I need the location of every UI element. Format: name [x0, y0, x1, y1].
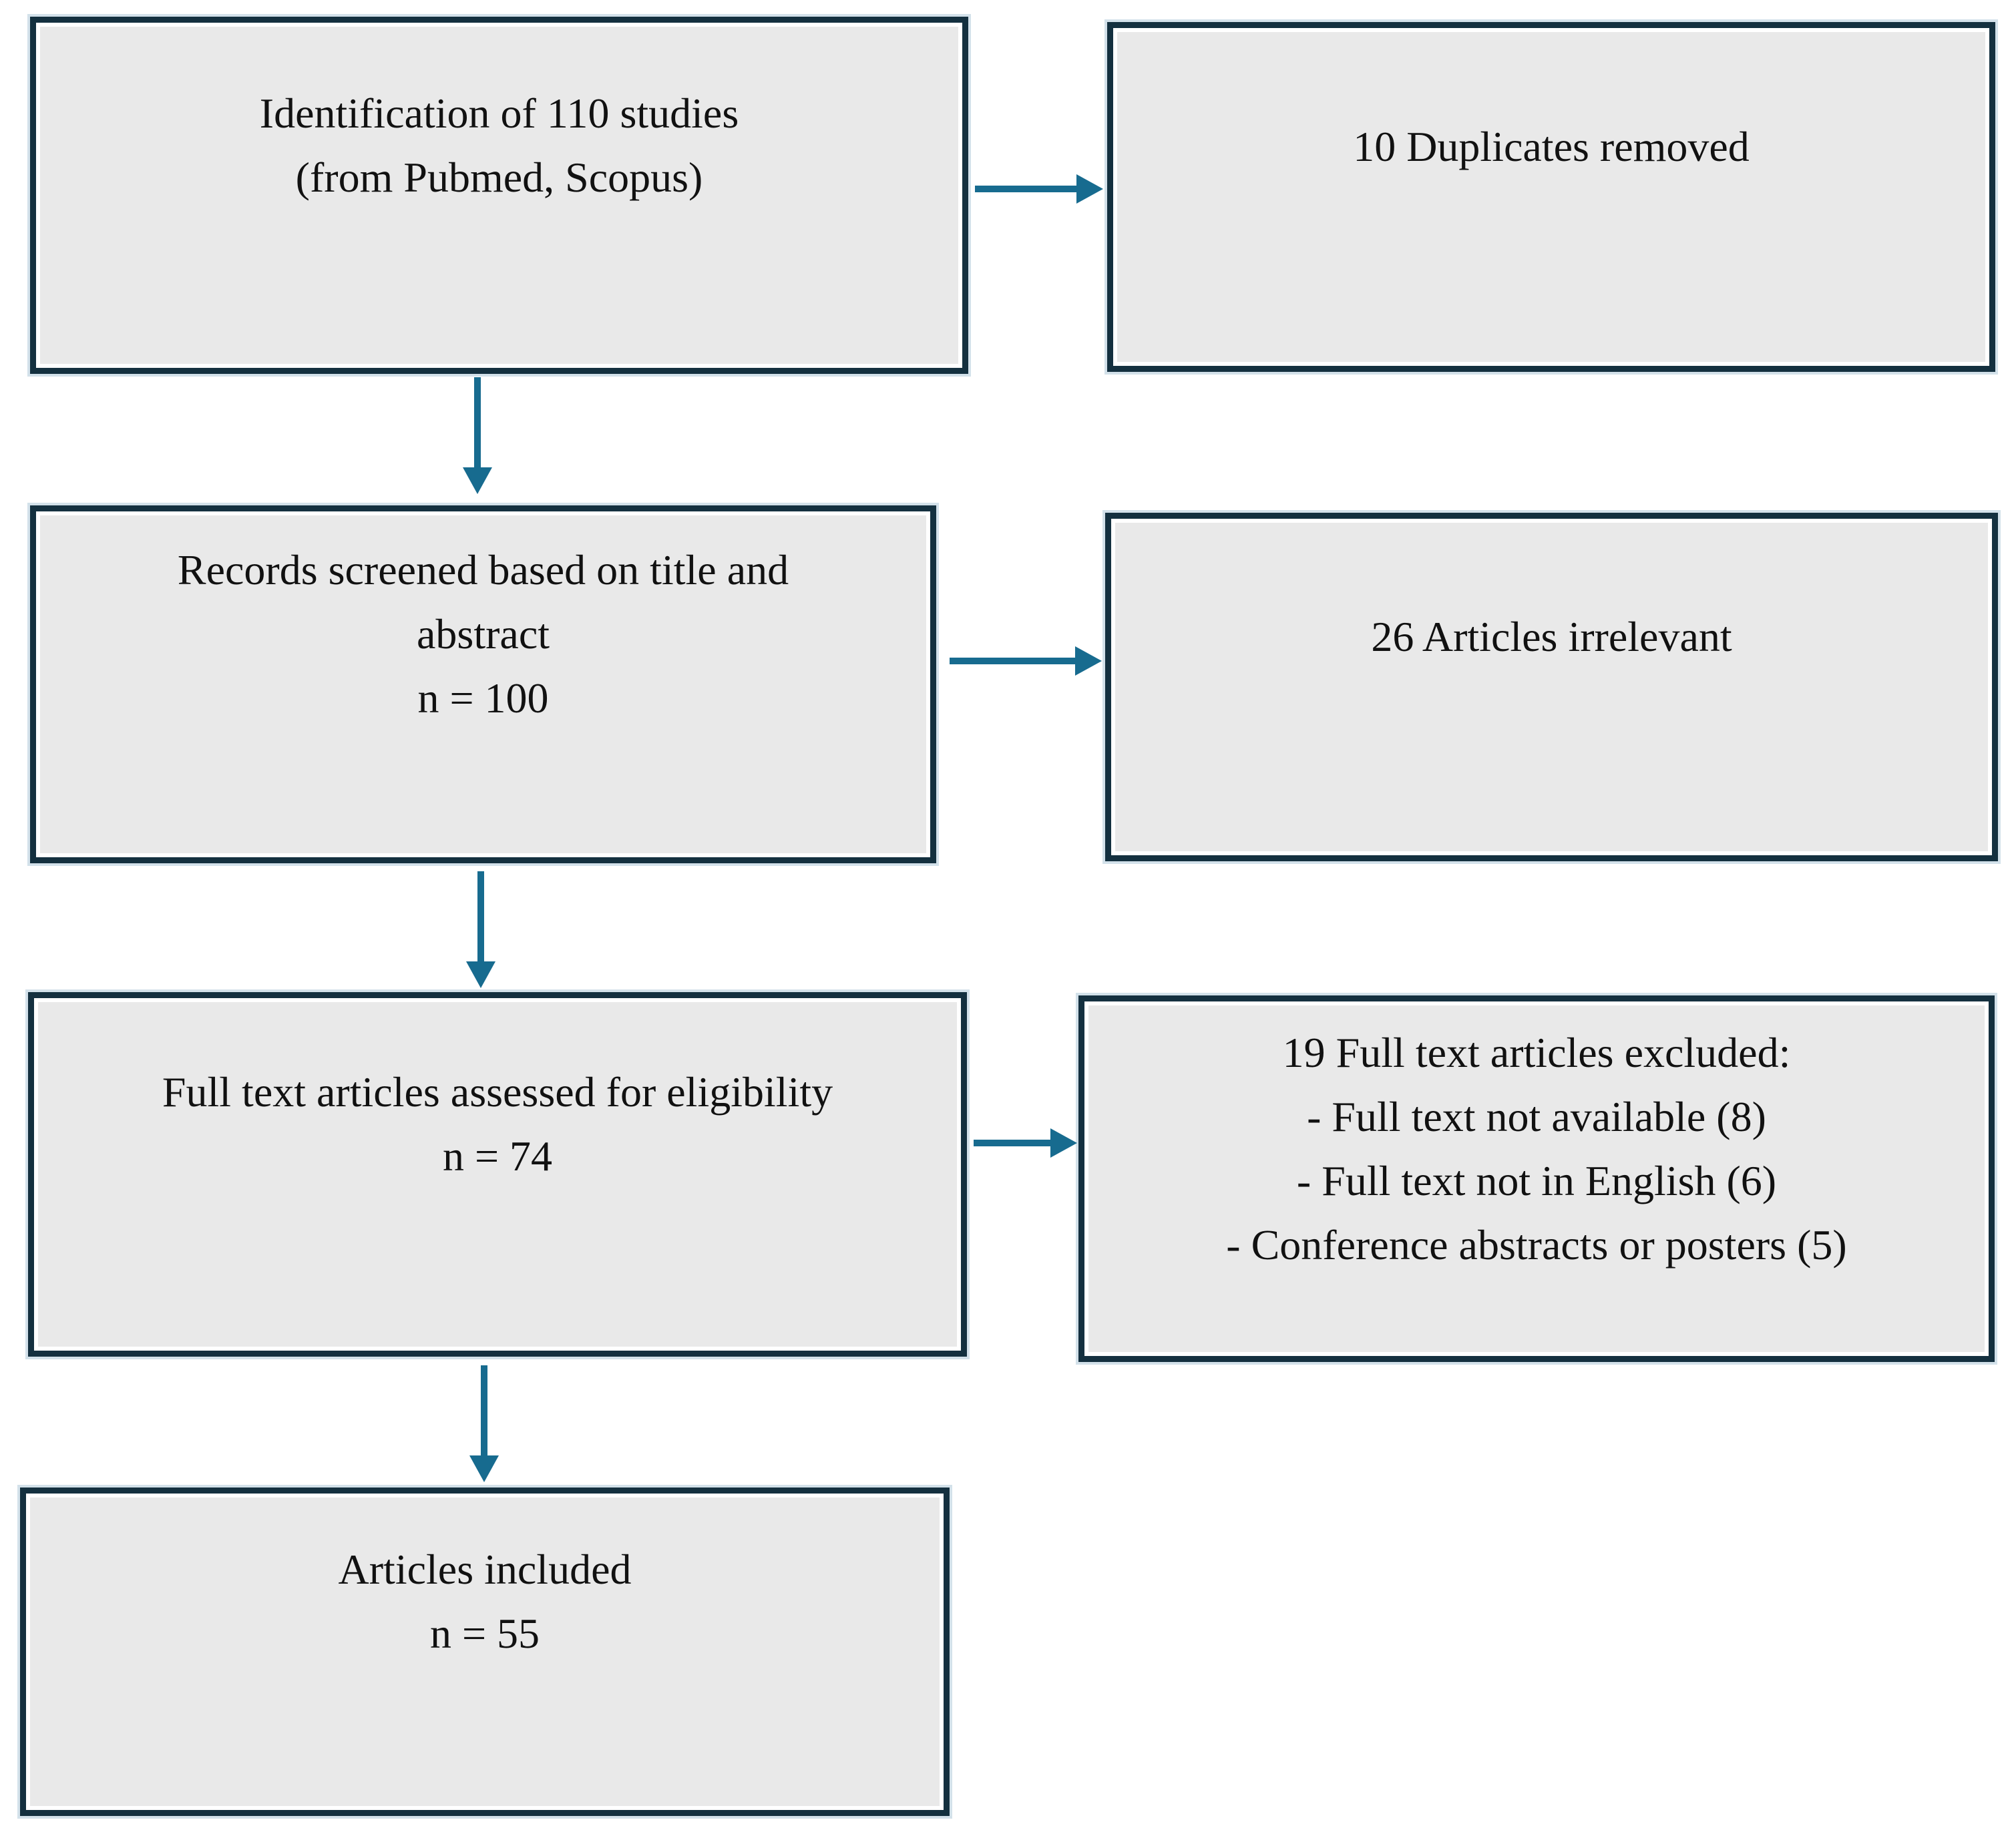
arrow-shaft	[974, 1140, 1050, 1146]
box-identification-line1: Identification of 110 studies	[259, 89, 739, 137]
box-full-text-excluded-line3: - Full text not in English (6)	[1296, 1156, 1777, 1204]
arrow-head-right-icon	[1050, 1128, 1077, 1158]
arrow-fulltext-to-excluded	[974, 1128, 1077, 1158]
arrow-identification-to-duplicates	[975, 174, 1103, 204]
box-full-text-excluded-line1: 19 Full text articles excluded:	[1282, 1028, 1791, 1076]
arrow-screened-to-fulltext	[466, 871, 495, 988]
box-records-screened-line3: n = 100	[417, 674, 549, 722]
box-full-text-assessed: Full text articles assessed for eligibil…	[28, 992, 967, 1357]
arrow-head-right-icon	[1076, 174, 1103, 204]
box-articles-included-line2: n = 55	[429, 1610, 540, 1657]
box-duplicates-removed-line1: 10 Duplicates removed	[1353, 123, 1750, 170]
arrow-screened-to-irrelevant	[950, 646, 1102, 676]
arrow-head-down-icon	[463, 467, 492, 494]
box-records-screened: Records screened based on title and abst…	[30, 505, 936, 863]
arrow-shaft	[474, 377, 481, 467]
box-identification-line2: (from Pubmed, Scopus)	[295, 153, 703, 201]
arrow-head-down-icon	[469, 1455, 499, 1482]
arrow-shaft	[477, 871, 484, 961]
box-full-text-excluded-line4: - Conference abstracts or posters (5)	[1226, 1220, 1847, 1269]
arrow-shaft	[950, 658, 1075, 664]
box-articles-irrelevant: 26 Articles irrelevant	[1105, 513, 1998, 861]
box-identification: Identification of 110 studies (from Pubm…	[30, 17, 968, 374]
box-articles-included: Articles included n = 55	[20, 1488, 950, 1816]
box-records-screened-line2: abstract	[417, 610, 550, 658]
arrow-head-right-icon	[1075, 646, 1102, 676]
arrow-head-down-icon	[466, 961, 495, 988]
arrow-shaft	[975, 186, 1076, 192]
box-articles-included-line1: Articles included	[338, 1546, 632, 1593]
box-records-screened-line1: Records screened based on title and	[177, 546, 789, 594]
arrow-shaft	[481, 1365, 487, 1455]
arrow-identification-to-screened	[463, 377, 492, 494]
arrow-fulltext-to-included	[469, 1365, 499, 1482]
box-full-text-excluded-line2: - Full text not available (8)	[1307, 1092, 1766, 1140]
box-articles-irrelevant-line1: 26 Articles irrelevant	[1371, 613, 1732, 660]
box-full-text-excluded: 19 Full text articles excluded: - Full t…	[1078, 995, 1995, 1362]
box-full-text-assessed-line2: n = 74	[442, 1132, 553, 1180]
box-duplicates-removed: 10 Duplicates removed	[1107, 22, 1995, 372]
box-full-text-assessed-line1: Full text articles assessed for eligibil…	[162, 1068, 833, 1116]
